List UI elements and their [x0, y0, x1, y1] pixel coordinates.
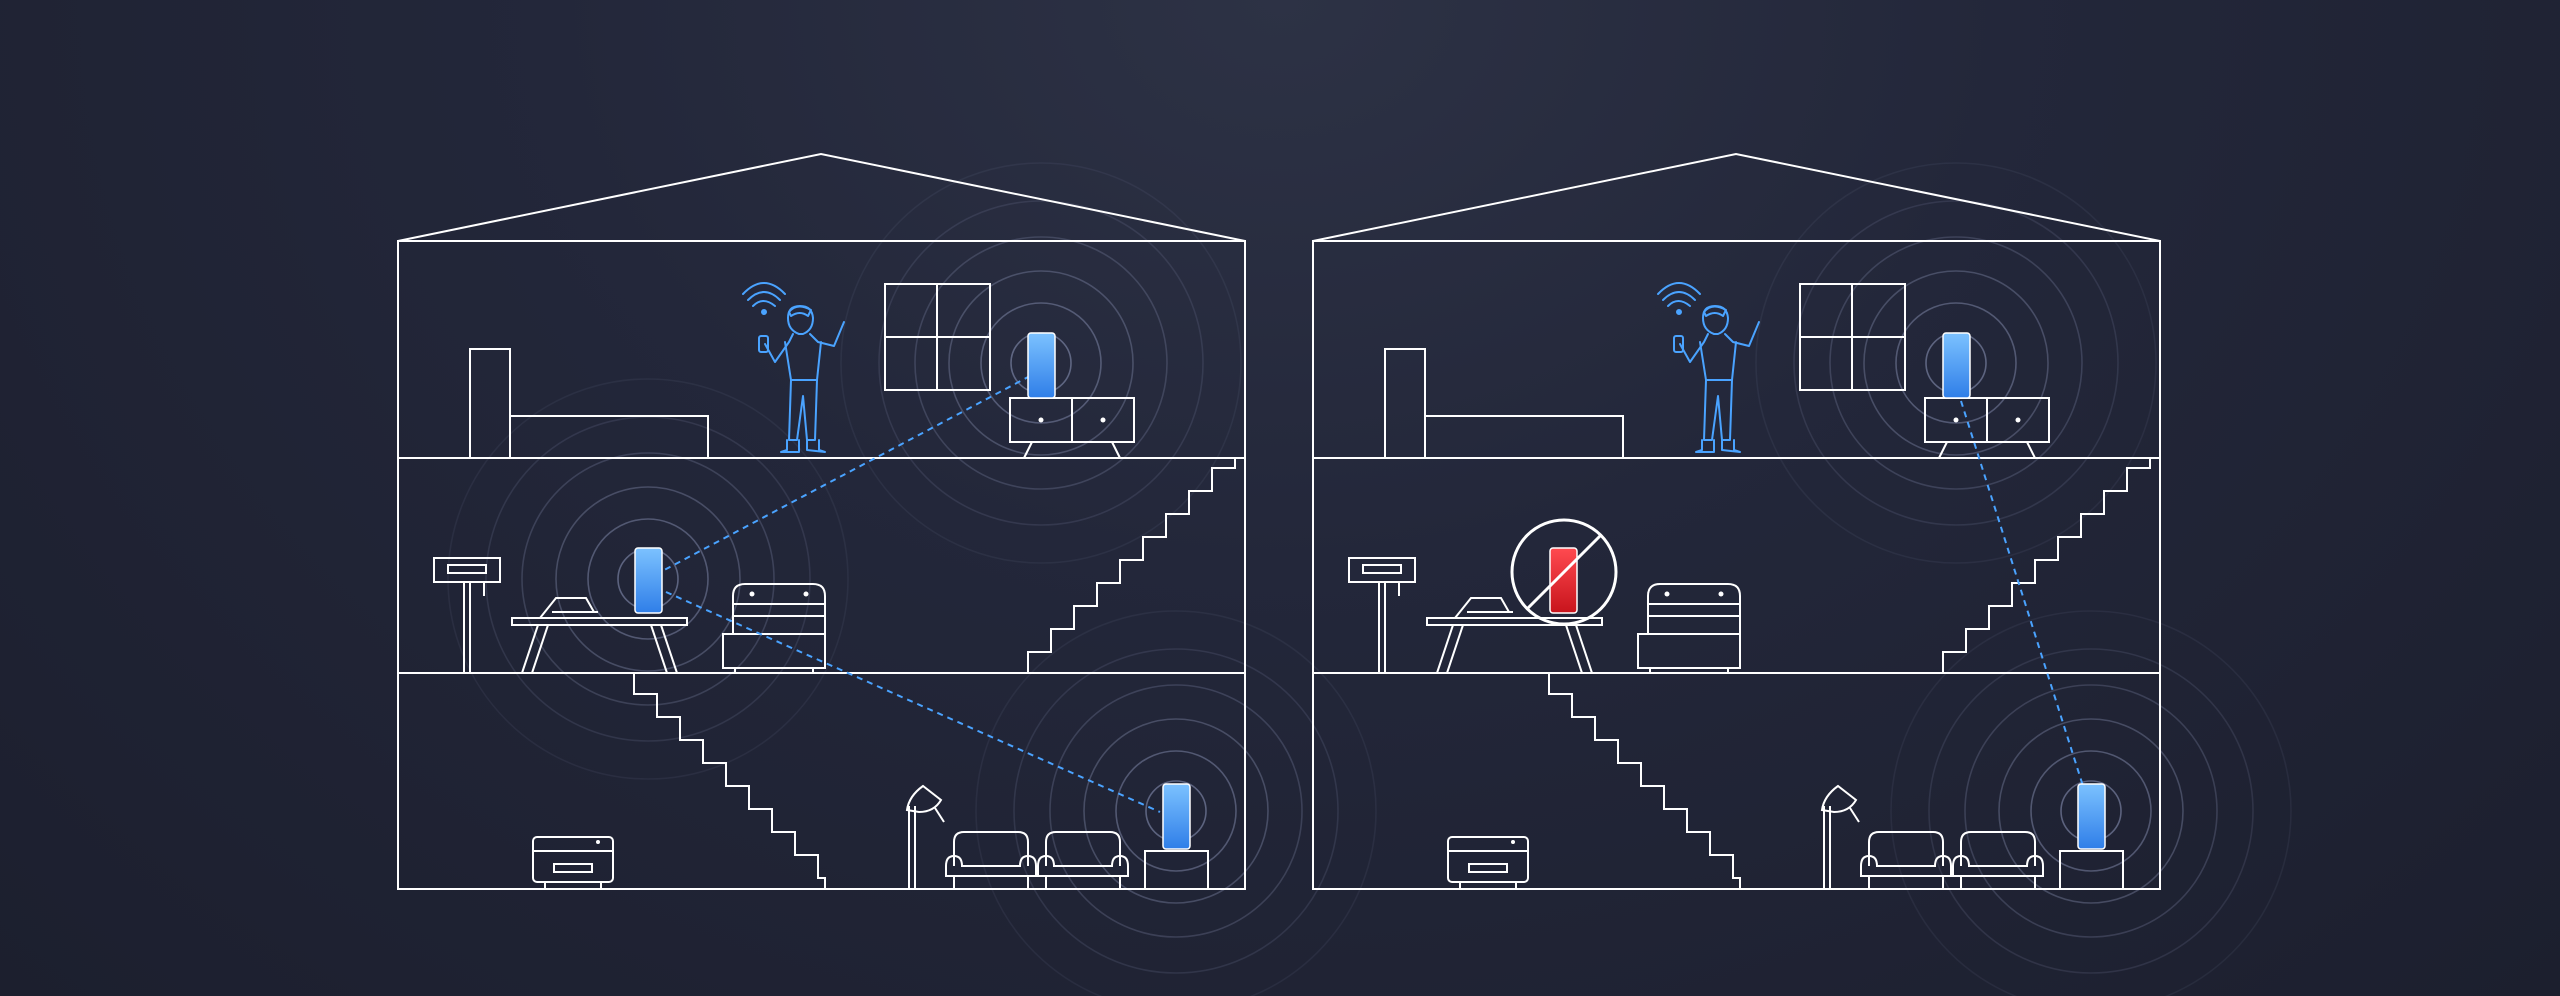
- link-top-bottom: [1960, 400, 2084, 787]
- mesh-node-bottom: [2077, 783, 2106, 850]
- house-left: [397, 153, 1377, 996]
- mesh-node-bottom: [1162, 783, 1191, 850]
- person-with-phone-icon: [758, 305, 845, 453]
- person-with-phone-icon: [1673, 305, 1760, 453]
- house-right: [1312, 153, 2292, 996]
- mesh-node-top: [1027, 332, 1056, 399]
- mesh-node-top: [1942, 332, 1971, 399]
- wifi-icon: [1657, 282, 1701, 315]
- link-top-middle: [652, 375, 1031, 577]
- link-middle-bottom: [665, 591, 1161, 813]
- prohibited-icon: [1510, 518, 1618, 626]
- wifi-icon: [742, 282, 786, 315]
- mesh-node-middle: [634, 547, 663, 614]
